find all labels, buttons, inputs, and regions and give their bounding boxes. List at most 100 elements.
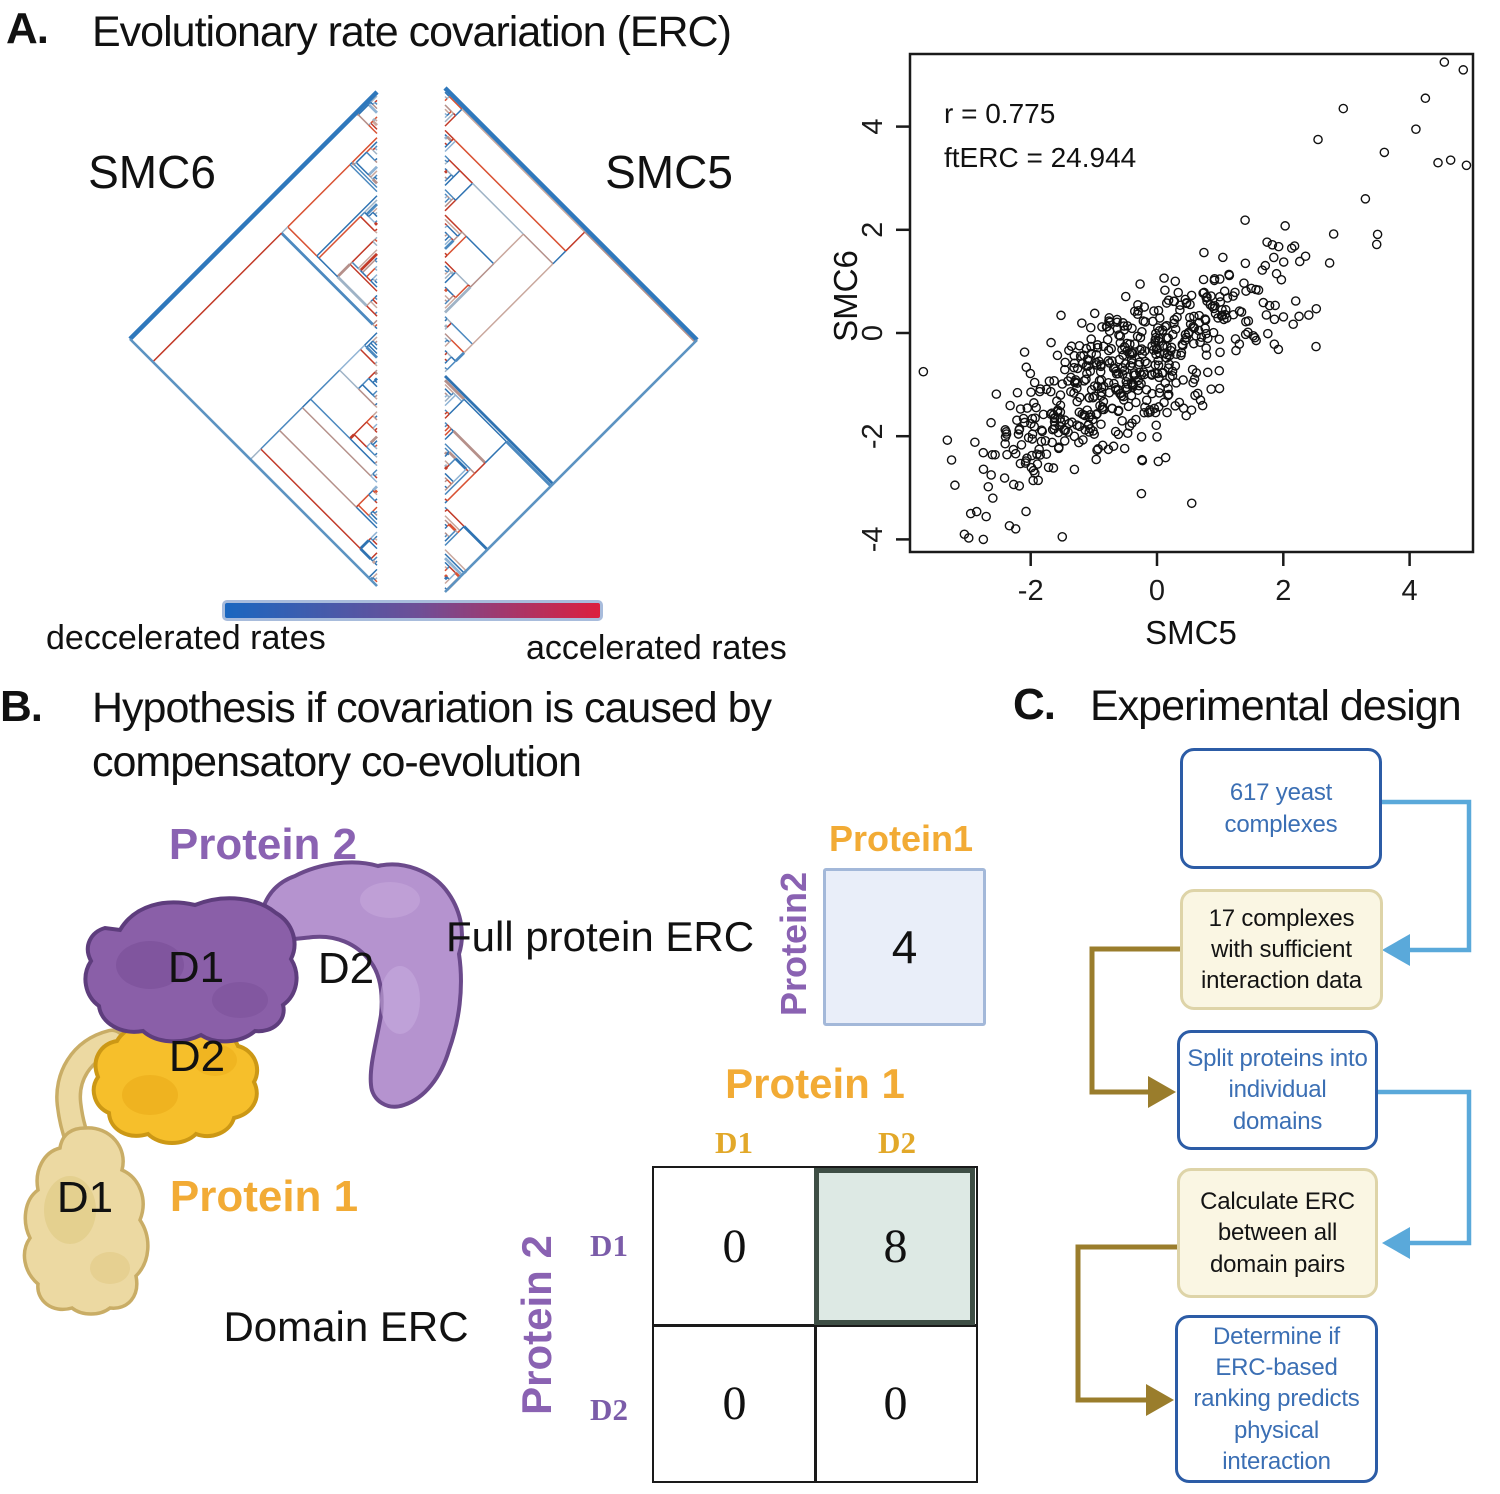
tree-branch: [469, 263, 495, 288]
tree-branch: [287, 164, 351, 228]
tree-branch: [364, 332, 378, 346]
tree-branch: [367, 165, 378, 177]
tree-branch: [444, 578, 450, 585]
scatter-point: [1126, 347, 1136, 358]
tree-branch: [446, 95, 450, 100]
tree-branch: [448, 566, 457, 574]
tree-branch: [444, 176, 455, 186]
tree-branch: [461, 108, 586, 233]
tree-branch: [505, 440, 552, 488]
scatter-point: [1224, 269, 1234, 280]
tree-branch: [444, 161, 448, 165]
tree-branch: [444, 98, 448, 102]
blob-texture: [380, 966, 420, 1034]
scatter-point: [1096, 391, 1106, 401]
scatter-point: [1159, 397, 1169, 408]
tree-branch: [448, 110, 452, 114]
tree-branch: [374, 238, 378, 242]
scatter-point: [1163, 363, 1174, 373]
scatter-point: [1029, 377, 1040, 388]
scatter-point: [1069, 358, 1080, 369]
tree-branch: [359, 539, 370, 550]
tree-branch: [368, 539, 378, 550]
tree-branch: [446, 464, 450, 468]
tree-branch: [372, 103, 378, 110]
tree-branch: [446, 483, 452, 489]
scatter-frame: [908, 52, 1475, 554]
scatter-point: [1170, 276, 1181, 287]
tree-branch: [351, 137, 378, 164]
scatter-point: [1433, 157, 1443, 168]
blob-texture: [90, 1252, 130, 1284]
tree-branch: [372, 411, 378, 417]
tree-branch: [452, 235, 459, 242]
arrowhead: [1148, 1076, 1176, 1108]
scatter-point: [1175, 305, 1185, 315]
scatter-point: [1049, 376, 1059, 386]
tree-branch: [584, 231, 696, 343]
scatter-point: [1049, 417, 1060, 427]
tree-branch: [361, 377, 370, 386]
scatter-point: [1372, 229, 1383, 240]
tree-branch: [444, 114, 457, 127]
tree-branch: [374, 147, 378, 151]
flow-box-17-complexes: 17 complexes with sufficient interaction…: [1180, 889, 1383, 1010]
tree-branch: [444, 430, 455, 441]
scatter-point: [1031, 402, 1041, 413]
tree-branch: [493, 233, 524, 265]
tree-branch: [357, 504, 370, 516]
tree-branch: [448, 572, 457, 580]
scatter-point: [1136, 432, 1147, 442]
tree-branch: [446, 174, 452, 180]
tree-branch: [371, 560, 376, 565]
tree-branch: [316, 255, 320, 259]
scatter-point: [1198, 288, 1208, 298]
scatter-point: [1091, 349, 1102, 360]
tree-branch: [372, 323, 376, 328]
scatter-point: [1022, 403, 1033, 413]
tree-branch: [452, 430, 487, 464]
scatter-point: [1371, 239, 1382, 250]
tree-branch: [463, 343, 474, 354]
scatter-point: [1036, 436, 1047, 447]
scatter-point: [1240, 258, 1251, 269]
scatter-point: [1280, 221, 1290, 231]
tree-branch: [444, 134, 448, 138]
scatter-point: [1186, 405, 1197, 415]
tree-branch: [448, 451, 457, 460]
tree-branch: [372, 336, 378, 342]
tree-branch: [454, 457, 468, 471]
scatter-point: [1043, 462, 1054, 473]
panel-b-title-line2: compensatory co-evolution: [92, 738, 582, 786]
tree-branch: [370, 301, 378, 309]
protein-cartoon: [22, 860, 464, 1316]
scatter-point: [1072, 383, 1082, 394]
domain-row-header-d2: D2: [590, 1392, 628, 1427]
scatter-point: [1147, 370, 1157, 380]
scatter-point: [1118, 395, 1129, 405]
scatter-point: [1228, 309, 1239, 320]
scatter-point: [1033, 475, 1044, 486]
x-tick-label: -2: [1018, 575, 1044, 607]
tree-branch: [444, 199, 452, 208]
scatter-point: [1205, 300, 1216, 310]
tree-branch: [444, 500, 448, 504]
domain-col-header-d1: D1: [715, 1125, 753, 1160]
tree-branch: [455, 284, 469, 299]
panel-b-title-line1: Hypothesis if covariation is caused by: [92, 684, 772, 732]
scatter-point: [1086, 334, 1096, 344]
tree-branch: [469, 468, 476, 474]
tree-branch: [364, 211, 368, 215]
scatter-point: [1131, 414, 1141, 425]
tree-branch: [349, 164, 378, 193]
tree-branch: [444, 557, 463, 577]
scatter-point: [1040, 436, 1051, 446]
connector-line: [1089, 946, 1180, 1095]
scatter-point: [1177, 340, 1188, 351]
tree-branch: [446, 170, 452, 176]
scatter-point: [987, 449, 998, 460]
scatter-point: [1026, 418, 1036, 429]
scatter-point: [1032, 459, 1043, 469]
tree-branch: [471, 182, 524, 235]
